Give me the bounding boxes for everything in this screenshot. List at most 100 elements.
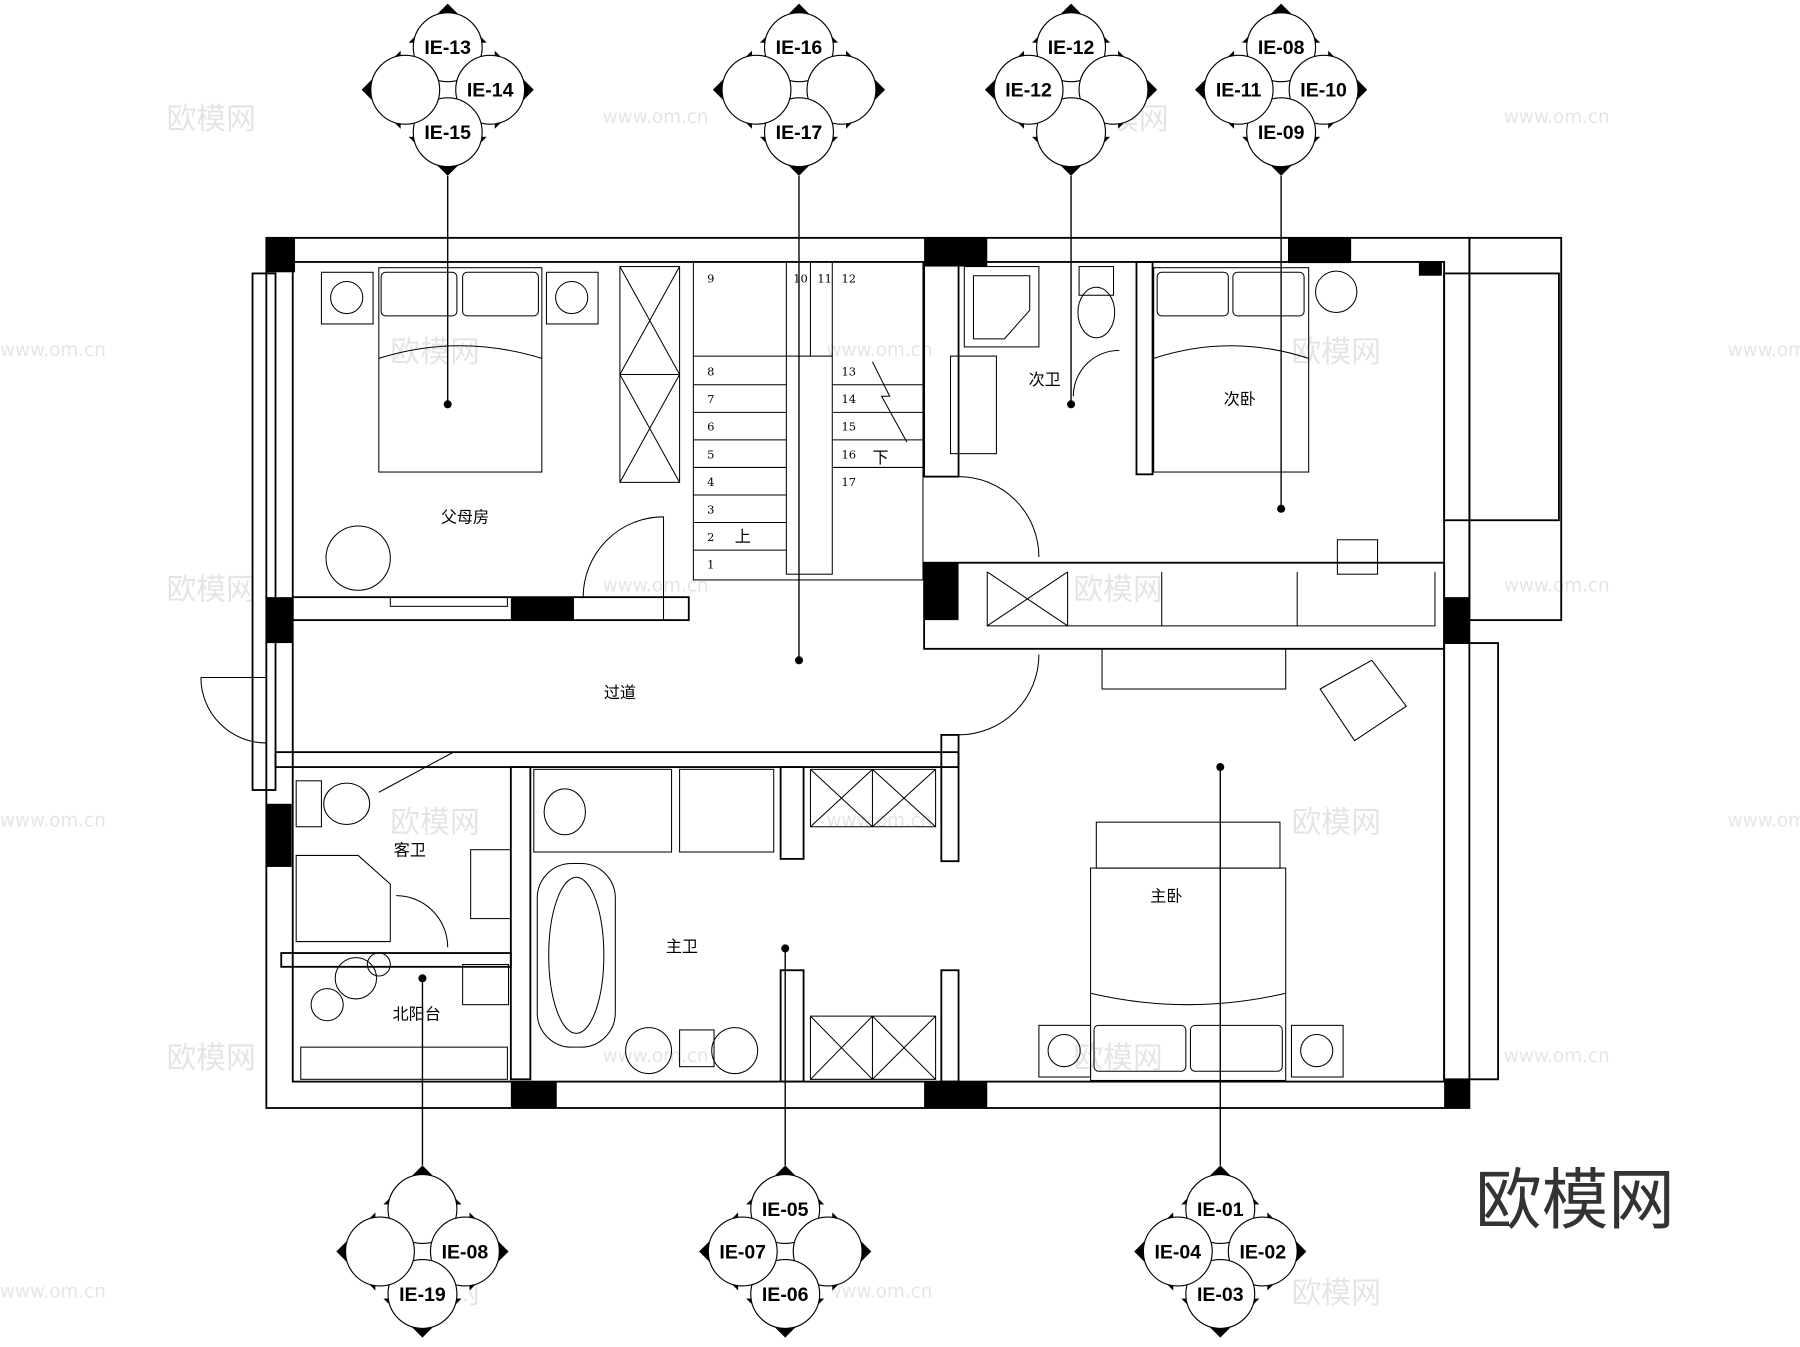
watermark-url: www.om.cn — [827, 340, 933, 361]
marker-circle — [1185, 1174, 1256, 1245]
room-label-north-balcony: 北阳台 — [393, 1005, 441, 1024]
watermark-url: www.om.cn — [0, 340, 106, 361]
marker-circle — [750, 1174, 821, 1245]
marker-label: IE-04 — [1155, 1241, 1202, 1263]
room-label-master-bath: 主卫 — [666, 937, 698, 956]
room-labels: 父母房 次卫 次卧 过道 客卫 主卫 主卧 北阳台 — [393, 370, 1256, 1024]
stair-step-number: 16 — [841, 447, 856, 461]
watermark-logo-faint: 欧模网 — [1073, 572, 1162, 607]
watermark-url: www.om.cn — [1504, 1046, 1610, 1067]
marker-circle — [387, 1258, 458, 1329]
marker-label: IE-16 — [776, 37, 823, 59]
marker-label: IE-09 — [1258, 122, 1305, 144]
marker-label: IE-12 — [1005, 80, 1052, 102]
watermark-logo-faint: 欧模网 — [166, 572, 255, 607]
watermark-logo-faint: 欧模网 — [1291, 805, 1380, 840]
walls — [251, 236, 1563, 1109]
marker-circle — [344, 1216, 415, 1287]
room-label-corridor: 过道 — [604, 683, 636, 702]
room-label-master-bedroom: 主卧 — [1150, 886, 1182, 905]
marker-circle — [1078, 54, 1149, 125]
watermark-logo-faint: 欧模网 — [390, 805, 479, 840]
stair-up-label: 上 — [735, 527, 751, 546]
watermark-url: www.om.cn — [1728, 340, 1800, 361]
stair-step-number: 11 — [817, 272, 832, 286]
marker-label: IE-05 — [762, 1199, 809, 1221]
stair-step-number: 15 — [841, 420, 856, 434]
marker-circle — [1246, 97, 1317, 168]
marker-label: IE-19 — [399, 1284, 446, 1306]
marker-circle — [412, 12, 483, 83]
furniture — [200, 261, 1436, 1081]
marker-label: IE-11 — [1216, 80, 1262, 102]
watermark-logo: 欧模网 — [1475, 1161, 1675, 1239]
watermark-url: www.om.cn — [1504, 107, 1610, 128]
marker-label: IE-13 — [424, 37, 471, 59]
marker-circle — [806, 54, 877, 125]
marker-circle — [1142, 1216, 1213, 1287]
watermark-url: www.om.cn — [603, 575, 709, 596]
marker-circle — [455, 54, 526, 125]
watermark-logo-faint: 欧模网 — [166, 102, 255, 137]
stair-step-number: 7 — [707, 392, 714, 406]
marker-label: IE-01 — [1197, 1199, 1244, 1221]
marker-circle — [1288, 54, 1359, 125]
leader-dot — [1067, 400, 1076, 409]
marker-circle — [721, 54, 792, 125]
marker-circle — [1185, 1258, 1256, 1329]
marker-circle — [707, 1216, 778, 1287]
stair-step-number: 6 — [707, 420, 714, 434]
stair-step-number: 2 — [707, 530, 714, 544]
stair-step-number: 12 — [841, 272, 856, 286]
stair-step-number: 10 — [793, 272, 808, 286]
elevation-markers: IE-13IE-14IE-15IE-16IE-17IE-12IE-12IE-08… — [336, 3, 1368, 1338]
stair-step-number: 5 — [707, 447, 714, 461]
room-label-parents: 父母房 — [441, 508, 489, 527]
marker-label: IE-08 — [442, 1241, 489, 1263]
marker-circle — [1227, 1216, 1298, 1287]
stair-step-number: 3 — [707, 502, 714, 516]
stair-step-number: 8 — [707, 365, 714, 379]
marker-circle — [370, 54, 441, 125]
stair-step-number: 9 — [707, 272, 714, 286]
marker-circle — [1203, 54, 1274, 125]
watermark-logo-faint: 欧模网 — [1291, 1276, 1380, 1311]
watermark-url: www.om.cn — [0, 811, 106, 832]
stair-step-number: 13 — [841, 365, 856, 379]
watermark-logo-faint: 欧模网 — [1291, 335, 1380, 370]
marker-label: IE-07 — [719, 1241, 766, 1263]
leader-dot — [1277, 504, 1286, 513]
stair-step-number: 14 — [841, 392, 856, 406]
marker-circle — [1246, 12, 1317, 83]
marker-label: IE-10 — [1300, 80, 1347, 102]
room-label-second-bedroom: 次卧 — [1224, 389, 1256, 408]
watermark-url: www.om.cn — [1728, 811, 1800, 832]
room-label-second-bath: 次卫 — [1029, 370, 1061, 389]
marker-label: IE-06 — [762, 1284, 809, 1306]
watermark-logo-faint: 欧模网 — [390, 335, 479, 370]
marker-circle — [387, 1174, 458, 1245]
watermark-layer: 欧模网欧模网欧模网欧模网欧模网欧模网欧模网欧模网欧模网欧模网欧模网欧模网www.… — [0, 102, 1800, 1311]
marker-circle — [412, 97, 483, 168]
room-label-guest-bath: 客卫 — [394, 840, 426, 859]
watermark-url: www.om.cn — [0, 1281, 106, 1302]
marker-label: IE-17 — [776, 122, 823, 144]
marker-circle — [792, 1216, 863, 1287]
marker-label: IE-02 — [1239, 1241, 1286, 1263]
marker-circle — [1036, 97, 1107, 168]
marker-label: IE-12 — [1048, 37, 1095, 59]
marker-label: IE-14 — [467, 80, 514, 102]
marker-label: IE-03 — [1197, 1284, 1244, 1306]
stair-down-label: 下 — [872, 448, 888, 467]
watermark-url: www.om.cn — [827, 811, 933, 832]
leader-dot — [781, 944, 790, 953]
stair-step-number: 17 — [841, 475, 856, 489]
